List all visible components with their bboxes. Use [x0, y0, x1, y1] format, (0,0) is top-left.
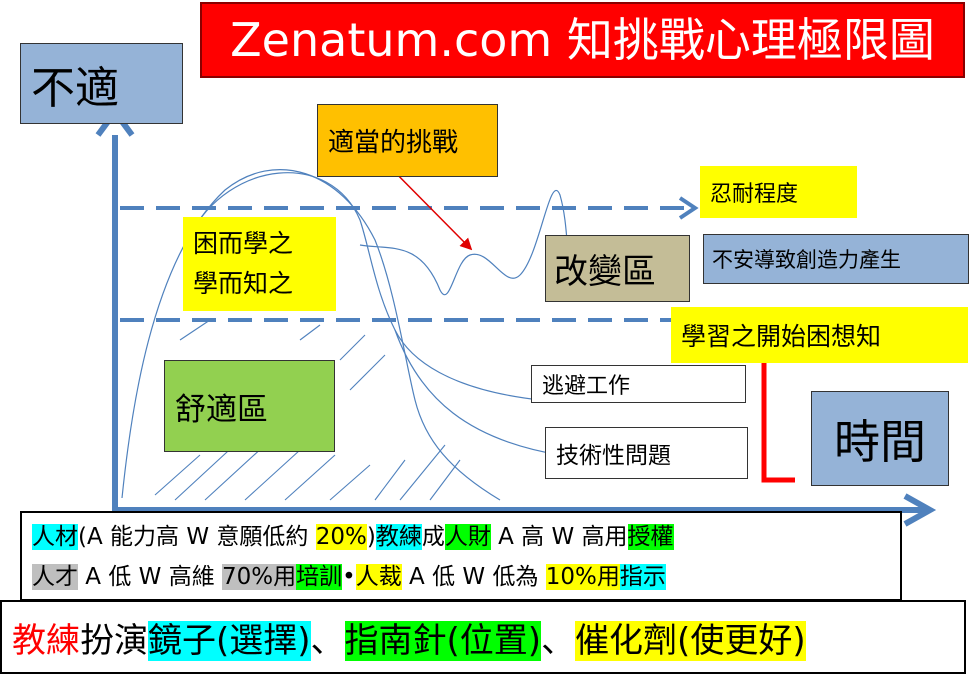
- y-axis-label: 不適: [20, 43, 183, 124]
- red-l-marker: [761, 318, 795, 483]
- learning-begins-box: 學習之開始困想知: [671, 307, 968, 363]
- coach-role-box: 教練扮演鏡子(選擇)、指南針(位置)、催化劑(使更好): [0, 600, 966, 674]
- row-segment: 、: [310, 620, 345, 661]
- row-segment: 培訓: [296, 564, 343, 590]
- row-segment: 20%: [315, 524, 367, 550]
- row-segment: A 低 W 低為: [401, 564, 546, 590]
- row-segment: ): [366, 524, 376, 550]
- row-segment: 人才: [32, 564, 78, 590]
- tolerance-box: 忍耐程度: [700, 166, 857, 218]
- row-segment: 教練: [12, 620, 80, 661]
- row-segment: 指南針(位置): [344, 620, 542, 661]
- row-segment: 人財: [444, 524, 491, 550]
- learning-line-1: 困而學之: [193, 229, 294, 258]
- avoid-work-box: 逃避工作: [531, 365, 746, 403]
- row-segment: (A 能力高 W 意願低約: [78, 524, 316, 550]
- anxiety-creativity-text: 不安導致創造力產生: [712, 248, 901, 272]
- row-segment: 10%用: [545, 564, 620, 590]
- change-zone-text: 改變區: [554, 252, 656, 292]
- appropriate-challenge-text: 適當的挑戰: [328, 128, 459, 158]
- row-segment: 指示: [619, 564, 666, 590]
- learning-line-2: 學而知之: [193, 269, 294, 298]
- y-axis-label-text: 不適: [31, 62, 119, 114]
- talent-description-box: 人材(A 能力高 W 意願低約 20%)教練成人財 A 高 W 高用授權 人才 …: [20, 511, 902, 601]
- inner-curve: [189, 172, 541, 401]
- talent-row-1: 人材(A 能力高 W 意願低約 20%)教練成人財 A 高 W 高用授權: [32, 517, 890, 557]
- row-segment: 、: [541, 620, 576, 661]
- anxiety-creativity-box: 不安導致創造力產生: [703, 234, 969, 284]
- avoid-work-text: 逃避工作: [542, 374, 631, 399]
- row-segment: A 低 W 高維: [78, 564, 223, 590]
- row-segment: 成: [421, 524, 445, 550]
- technical-problem-box: 技術性問題: [545, 427, 748, 479]
- tolerance-arrowhead: [678, 196, 699, 220]
- technical-problem-text: 技術性問題: [556, 443, 671, 469]
- row-segment: •: [342, 564, 356, 590]
- row-segment: 人材: [32, 524, 78, 550]
- learning-begins-text: 學習之開始困想知: [681, 322, 882, 351]
- comfort-zone-text: 舒適區: [175, 391, 268, 428]
- row-segment: 授權: [627, 524, 674, 550]
- row-segment: 催化劑(使更好): [575, 620, 806, 661]
- wavy-curve: [359, 190, 576, 296]
- appropriate-challenge-box: 適當的挑戰: [317, 104, 498, 177]
- coach-role-row: 教練扮演鏡子(選擇)、指南針(位置)、催化劑(使更好): [12, 613, 806, 662]
- lower-curve: [394, 329, 561, 456]
- change-zone-box: 改變區: [545, 235, 690, 302]
- x-axis-arrowhead: [903, 493, 937, 527]
- chart-title: Zenatum.com 知挑戰心理極限圖: [200, 2, 965, 78]
- comfort-zone-box: 舒適區: [164, 360, 335, 452]
- tolerance-text: 忍耐程度: [710, 182, 799, 207]
- row-segment: 70%用: [222, 564, 297, 590]
- row-segment: 教練: [375, 524, 422, 550]
- row-segment: A 高 W 高用: [490, 524, 628, 550]
- x-axis-label-text: 時間: [834, 414, 926, 469]
- row-segment: 人裁: [355, 564, 402, 590]
- x-axis-label: 時間: [811, 391, 949, 486]
- talent-row-2: 人才 A 低 W 高維 70%用培訓•人裁 A 低 W 低為 10%用指示: [32, 557, 890, 597]
- main-bell-curve: [121, 169, 501, 501]
- row-segment: 扮演: [80, 620, 148, 661]
- row-segment: 鏡子(選擇): [148, 620, 311, 661]
- learning-box: 困而學之 學而知之: [183, 217, 336, 311]
- hatching: [154, 319, 461, 501]
